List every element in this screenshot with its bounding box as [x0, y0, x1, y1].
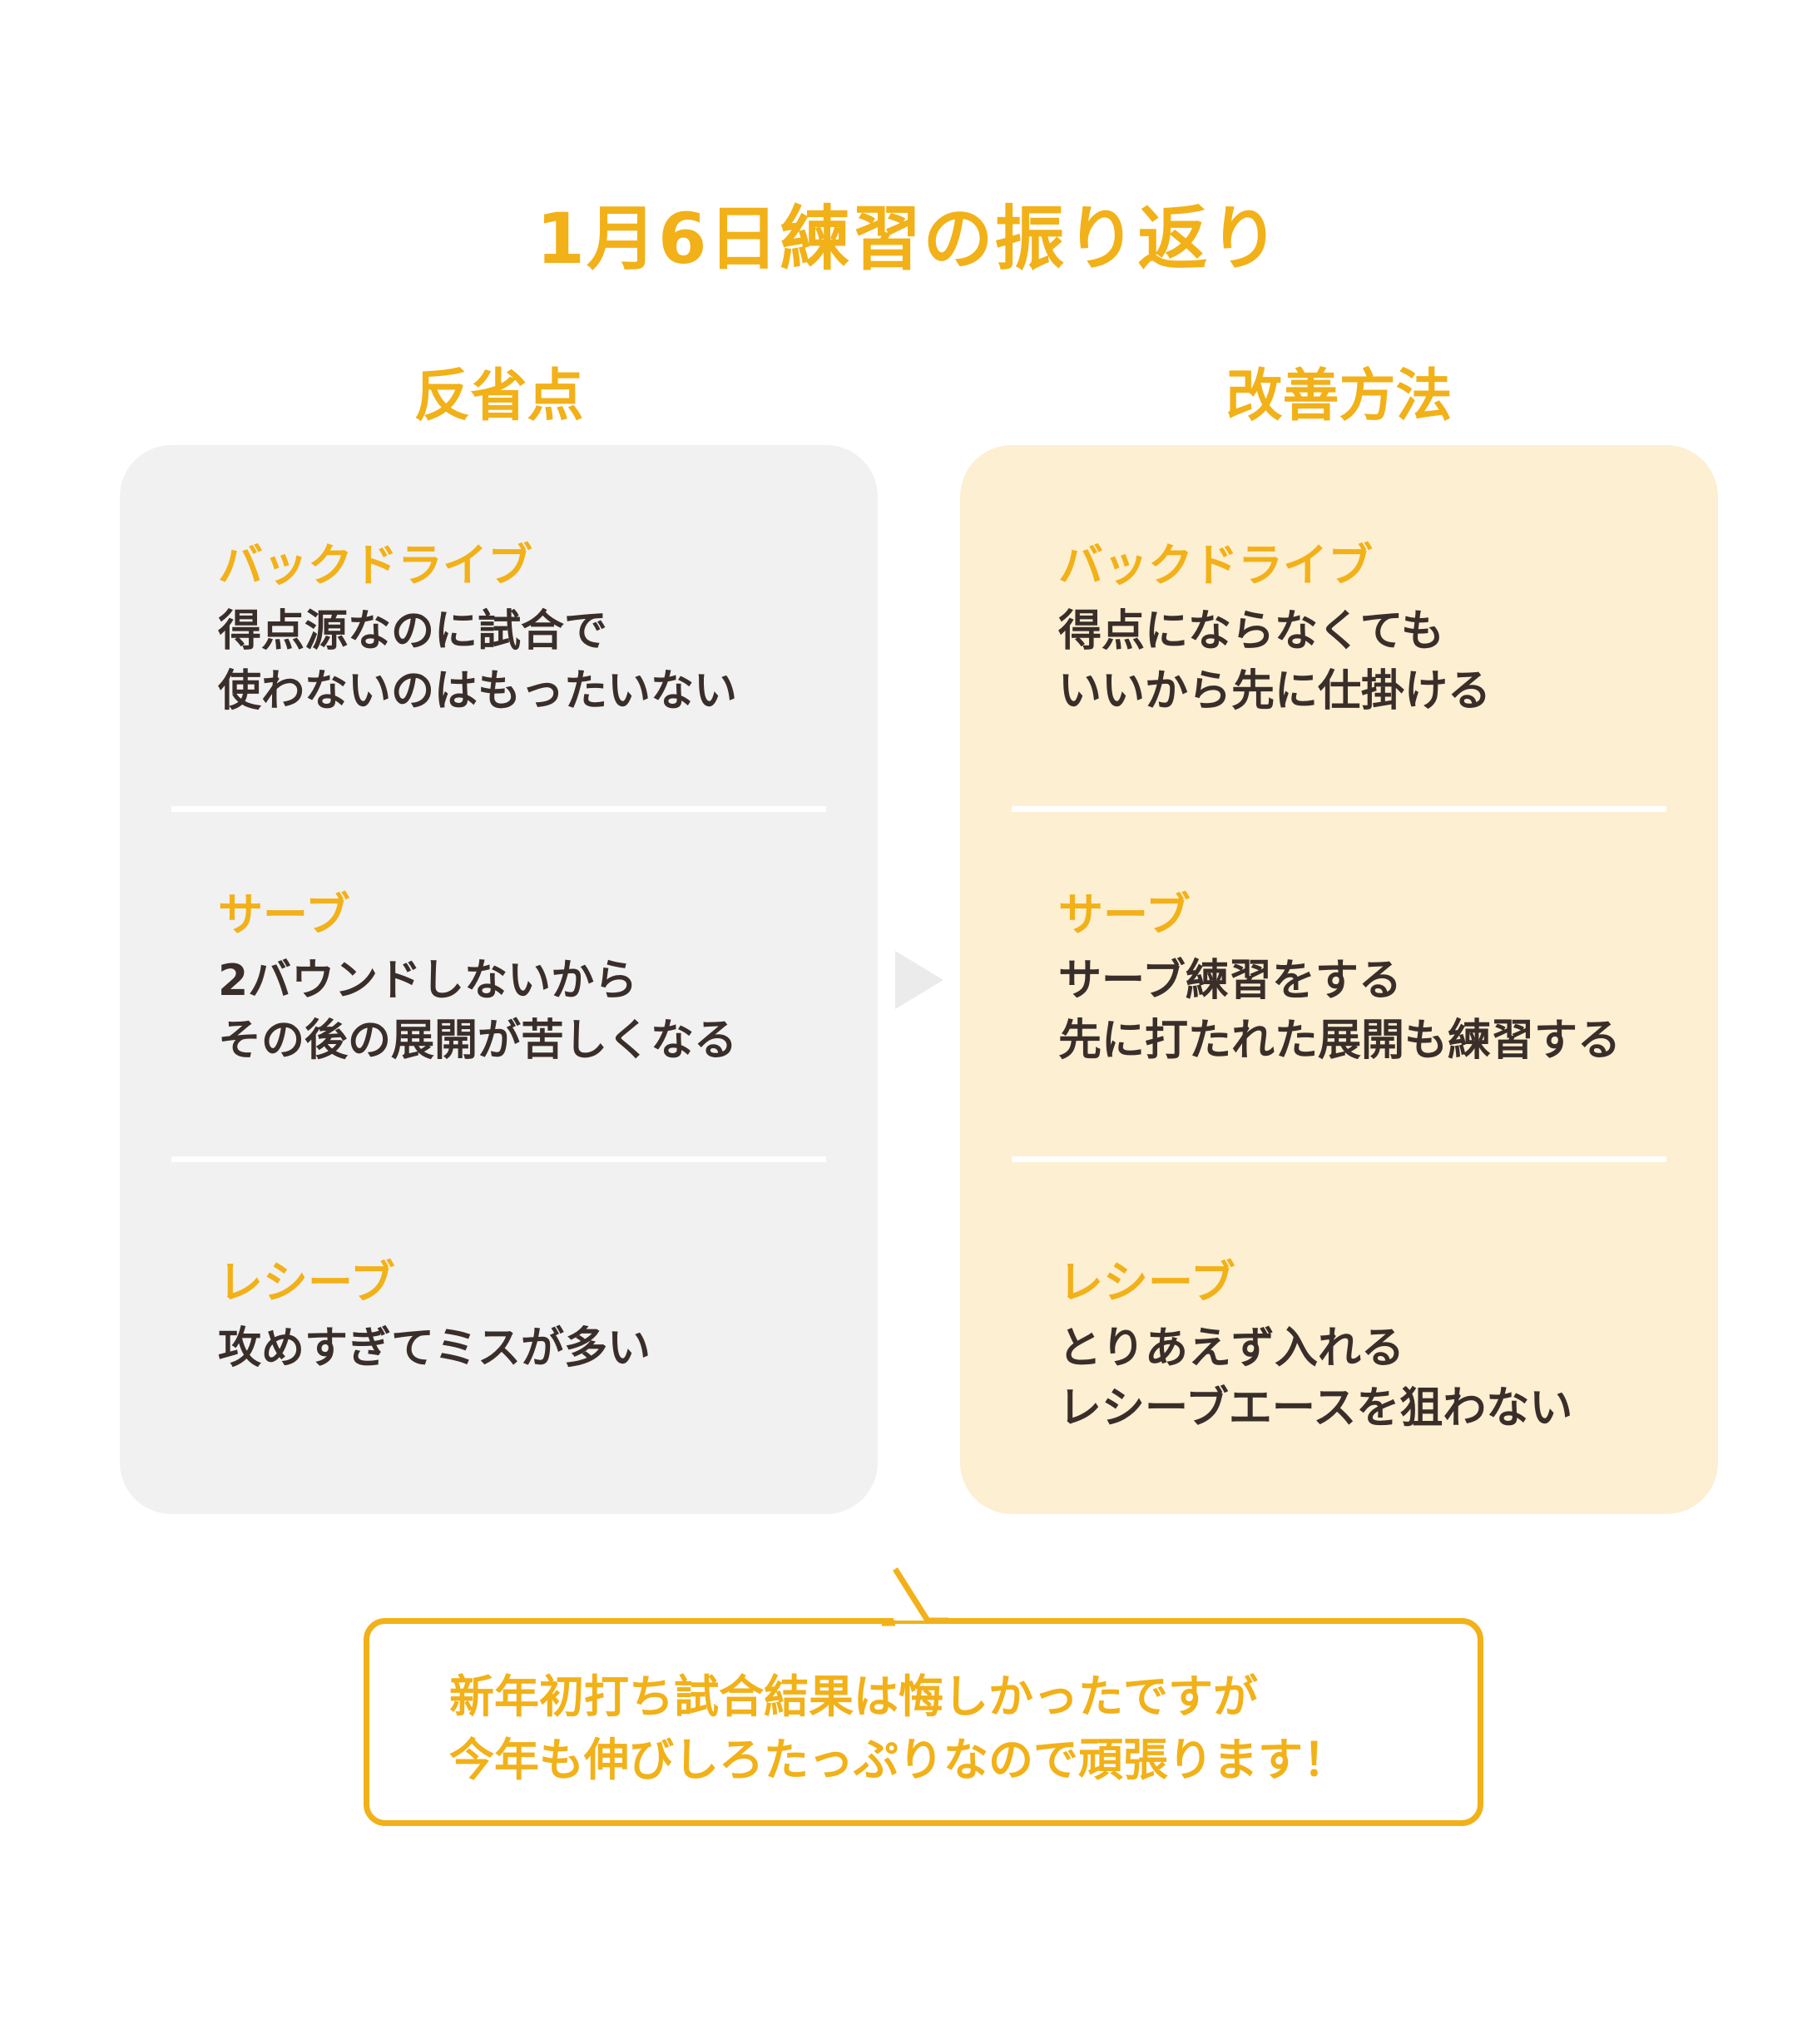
item-label: レシーブ — [218, 1256, 395, 1309]
item-label: バックドライブ — [218, 539, 532, 591]
item-line: 得点にならなくても — [1058, 606, 1444, 656]
improvement-item: サーブ サーブ練習をする先に打たれた展開も練習する — [1058, 886, 1701, 1071]
reflection-box: バックドライブ 得点源なのに試合で使わないのはもったいない サーブ 2バウンドし… — [120, 445, 878, 1514]
item-label: サーブ — [1058, 888, 1191, 941]
comment-line: 新年初打ち試合結果は悔しかったですが — [449, 1670, 1258, 1723]
comment-line: 今年も伸びしろたっぷりなので頑張ります！ — [449, 1734, 1348, 1786]
bubble-tail — [882, 1567, 948, 1626]
page-title: 1月6日練習の振り返り — [536, 198, 1281, 280]
comment-bubble: 新年初打ち試合結果は悔しかったですが 今年も伸びしろたっぷりなので頑張ります！ — [364, 1618, 1483, 1826]
item-line: その後の展開が苦しくなる — [218, 1016, 738, 1066]
improvement-box: バックドライブ 得点にならなくてもいいから先に仕掛ける サーブ サーブ練習をする… — [960, 445, 1718, 1514]
divider — [171, 806, 826, 812]
divider — [1012, 806, 1666, 812]
item-line: 使わないのはもったいない — [218, 666, 738, 716]
left-column-heading: 反省点 — [413, 364, 584, 429]
divider — [1012, 1156, 1666, 1162]
item-line: サーブ練習をする — [1058, 956, 1402, 1006]
divider — [171, 1156, 826, 1162]
item-line: レシーブエースを狙わない — [1058, 1383, 1573, 1433]
item-line: 得点源なのに試合で — [218, 606, 608, 656]
reflection-item: バックドライブ 得点源なのに試合で使わないのはもったいない — [218, 537, 861, 721]
item-line: 2バウンドしないから — [218, 956, 638, 1006]
item-label: バックドライブ — [1058, 539, 1373, 591]
arrow-right-icon — [895, 951, 943, 1009]
item-label: サーブ — [218, 888, 350, 941]
reflection-item: レシーブ 攻めすぎてミスが多い — [218, 1254, 861, 1378]
item-line: 先に打たれた展開も練習する — [1058, 1016, 1621, 1066]
item-line: 攻めすぎてミスが多い — [218, 1324, 651, 1373]
item-label: レシーブ — [1058, 1256, 1235, 1309]
improvement-item: バックドライブ 得点にならなくてもいいから先に仕掛ける — [1058, 537, 1701, 721]
improvement-item: レシーブ とりあえず入れるレシーブエースを狙わない — [1058, 1254, 1701, 1438]
reflection-item: サーブ 2バウンドしないからその後の展開が苦しくなる — [218, 886, 861, 1071]
item-line: とりあえず入れる — [1058, 1324, 1405, 1373]
item-line: いいから先に仕掛ける — [1058, 666, 1492, 716]
right-column-heading: 改善方法 — [1225, 364, 1453, 429]
